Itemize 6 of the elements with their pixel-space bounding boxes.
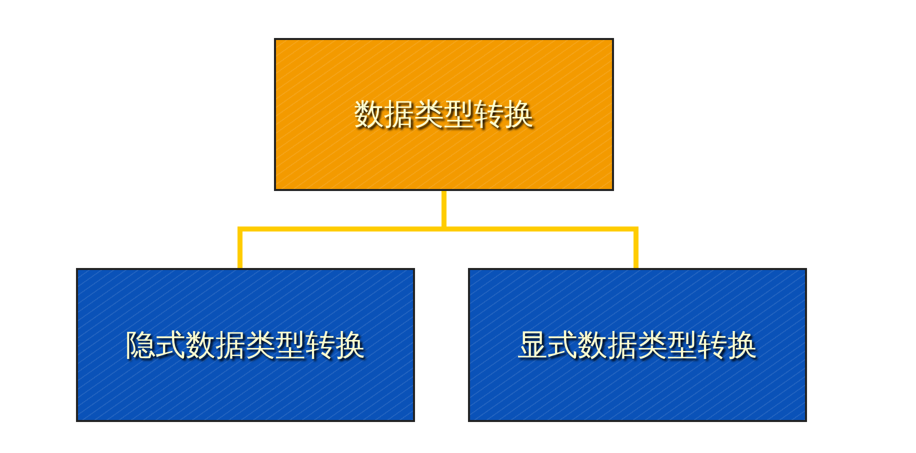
- process-box: [76, 268, 415, 422]
- box-label: 隐式数据类型转换: [126, 326, 366, 364]
- box-label: 数据类型转换: [354, 96, 534, 134]
- box-label: 显式数据类型转换: [518, 326, 758, 364]
- process-box: [468, 268, 807, 422]
- process-box: [274, 38, 614, 191]
